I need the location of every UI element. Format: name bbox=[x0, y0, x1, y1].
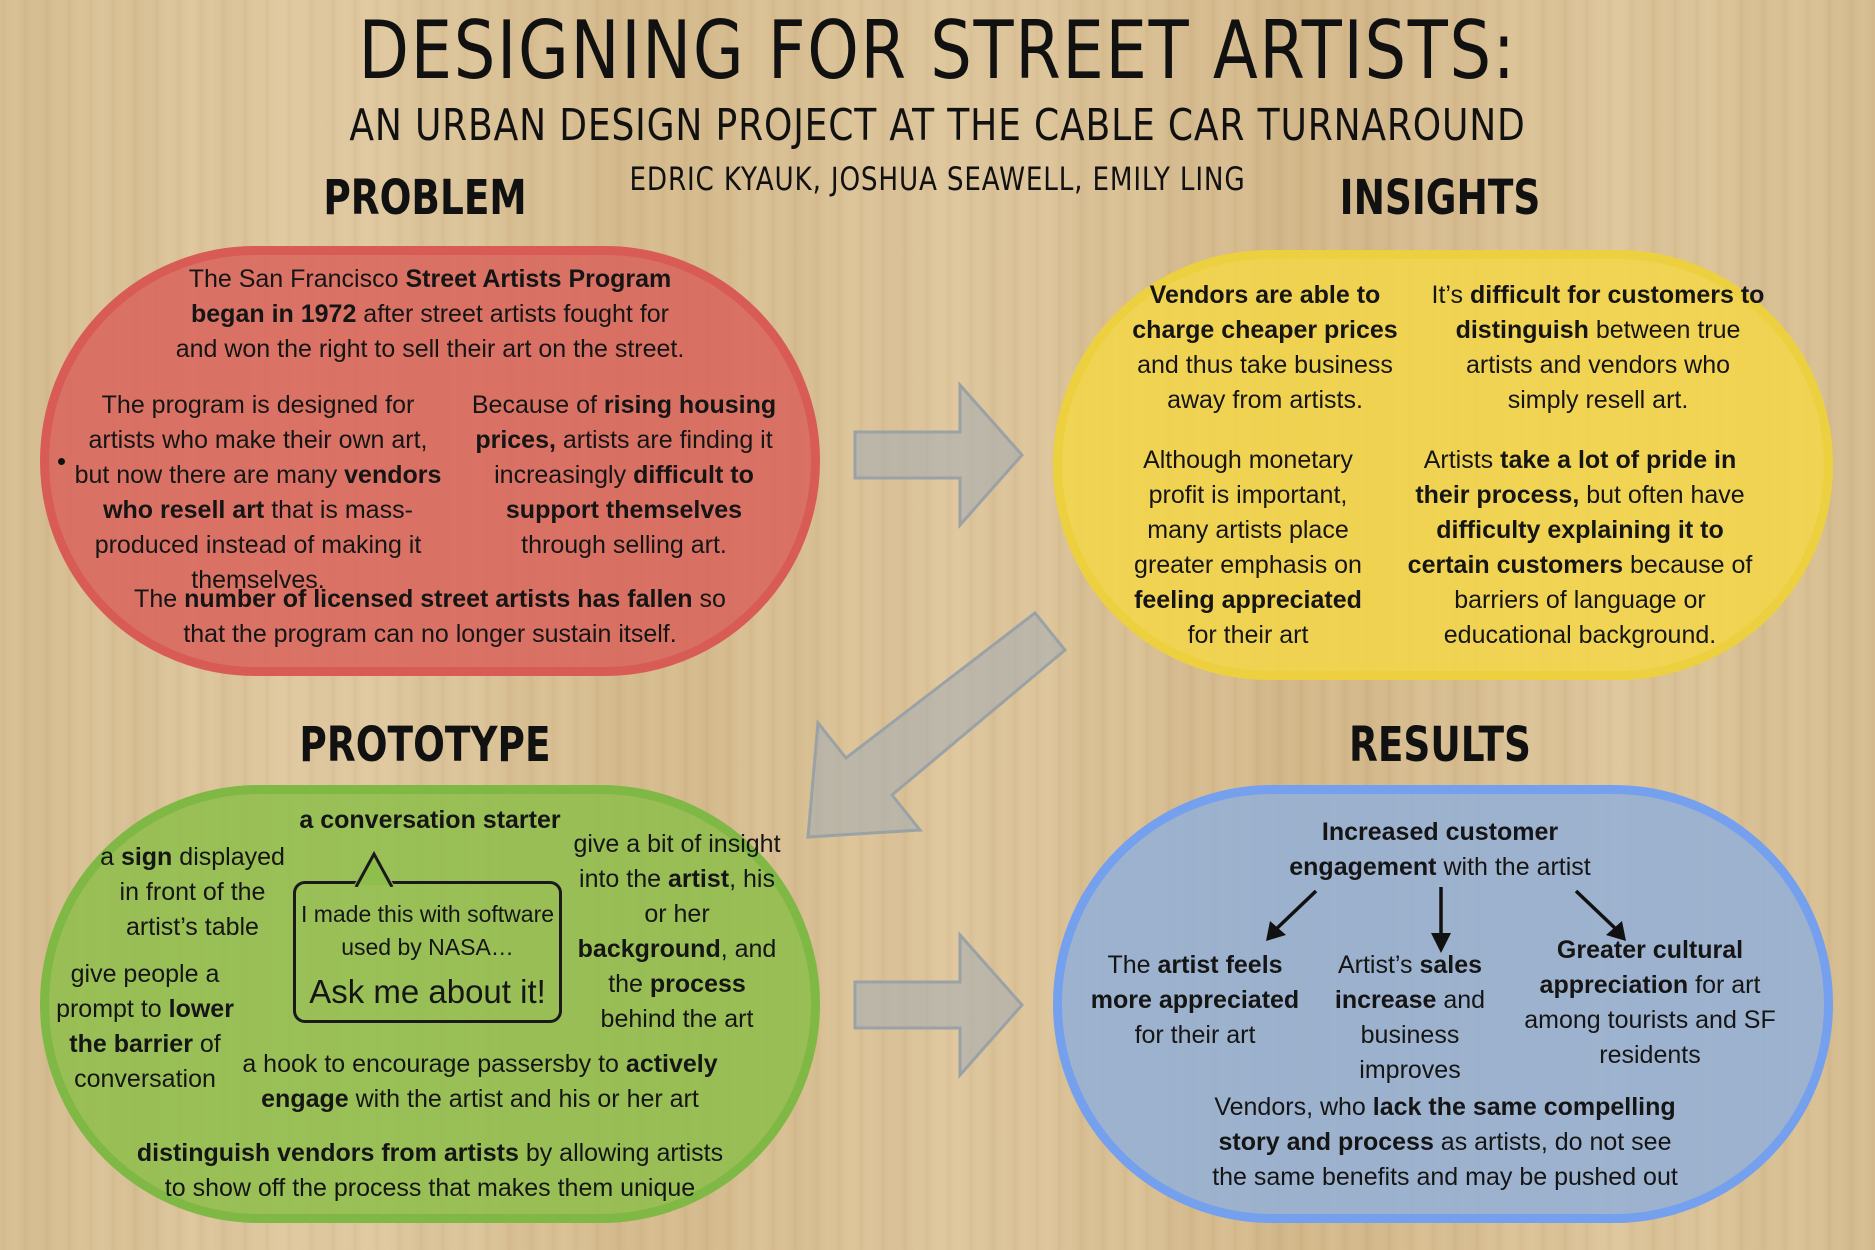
insights-heading: INSIGHTS bbox=[1339, 170, 1541, 226]
arrow-prototype-to-results-icon bbox=[853, 931, 1025, 1079]
problem-housing: Because of rising housing prices, artist… bbox=[471, 391, 777, 559]
speech-tail-icon bbox=[354, 851, 394, 887]
arrow-insights-to-prototype-icon bbox=[806, 610, 1068, 839]
nasa-sign-ask: Ask me about it! bbox=[309, 973, 546, 1010]
prototype-insight: give a bit of insight into the artist, h… bbox=[573, 830, 781, 1033]
problem-heading: PROBLEM bbox=[323, 170, 527, 226]
bullet-dot bbox=[58, 458, 65, 465]
results-heading: RESULTS bbox=[1349, 717, 1531, 773]
prototype-hook: a hook to encourage passersby to activel… bbox=[242, 1050, 718, 1113]
poster-authors: EDRIC KYAUK, JOSHUA SEAWELL, EMILY LING bbox=[629, 160, 1246, 198]
poster-title: DESIGNING FOR STREET ARTISTS: bbox=[358, 4, 1517, 97]
arrow-problem-to-insights-icon bbox=[853, 381, 1025, 529]
results-panel bbox=[1053, 785, 1833, 1223]
poster-subtitle: AN URBAN DESIGN PROJECT AT THE CABLE CAR… bbox=[349, 100, 1526, 151]
nasa-sign-text: I made this with software used by NASA… bbox=[300, 901, 555, 960]
arrow-down-right-icon bbox=[1574, 889, 1626, 941]
nasa-sign: I made this with software used by NASA… … bbox=[293, 851, 562, 1023]
arrow-down-icon bbox=[1431, 887, 1451, 953]
result-appreciated: The artist feels more appreciated for th… bbox=[1090, 951, 1300, 1049]
insight-profit: Although monetary profit is important, m… bbox=[1134, 446, 1362, 649]
prototype-prompt: give people a prompt to lower the barrie… bbox=[56, 960, 234, 1093]
insights-panel bbox=[1053, 250, 1833, 680]
result-sales: Artist’s sales increase and business imp… bbox=[1334, 951, 1486, 1084]
prototype-sign: a sign displayed in front of the artist’… bbox=[100, 843, 285, 941]
prototype-heading: PROTOTYPE bbox=[299, 717, 551, 773]
problem-vendors: The program is designed for artists who … bbox=[74, 391, 442, 594]
insight-distinguish: It’s difficult for customers to distingu… bbox=[1431, 281, 1765, 414]
problem-panel bbox=[40, 246, 820, 676]
problem-fallen: The number of licensed street artists ha… bbox=[134, 585, 726, 648]
arrow-down-left-icon bbox=[1266, 889, 1318, 941]
result-engagement: Increased customer engagement with the a… bbox=[1289, 818, 1591, 881]
prototype-starter: a conversation starter bbox=[299, 806, 561, 834]
insight-cheaper: Vendors are able to charge cheaper price… bbox=[1132, 281, 1398, 414]
insight-pride: Artists take a lot of pride in their pro… bbox=[1407, 446, 1753, 649]
problem-intro: The San Francisco Street Artists Program… bbox=[175, 265, 685, 363]
prototype-distinguish: distinguish vendors from artists by allo… bbox=[136, 1139, 724, 1202]
result-cultural: Greater cultural appreciation for art am… bbox=[1524, 936, 1776, 1069]
result-vendors: Vendors, who lack the same compelling st… bbox=[1212, 1093, 1678, 1191]
prototype-panel bbox=[40, 785, 820, 1223]
